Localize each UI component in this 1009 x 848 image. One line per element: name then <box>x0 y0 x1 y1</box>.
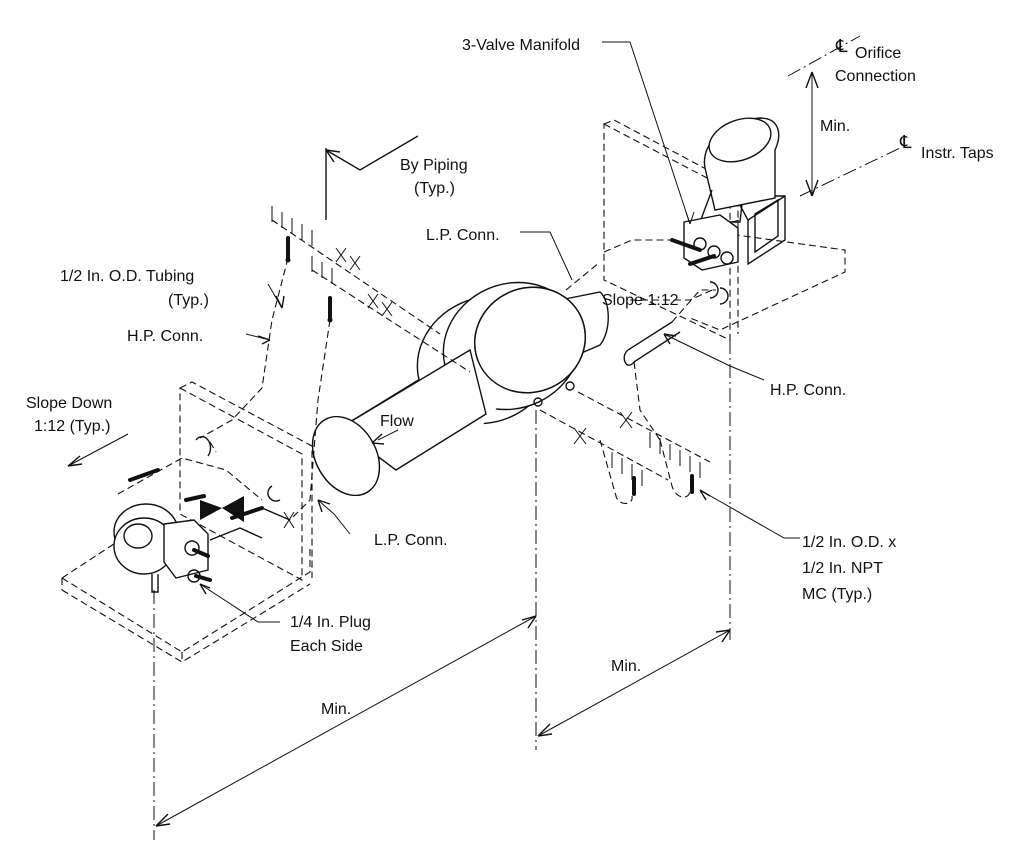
label-by-piping: By Piping <box>400 157 468 174</box>
label-three-valve-manifold: 3-Valve Manifold <box>462 37 580 54</box>
lower-right-run <box>539 391 711 505</box>
label-tubing: 1/2 In. O.D. Tubing <box>60 268 194 285</box>
label-npt-line2: 1/2 In. NPT <box>802 560 883 577</box>
label-min-vertical: Min. <box>820 118 850 135</box>
label-instr-taps: Instr. Taps <box>921 145 994 162</box>
label-slope-down-typ: 1:12 (Typ.) <box>34 418 110 435</box>
label-hp-conn-right: H.P. Conn. <box>770 382 846 399</box>
centerline-symbol-icon: ℄ <box>835 36 848 57</box>
lp-tubing-run-top <box>271 206 713 373</box>
label-by-piping-typ: (Typ.) <box>414 180 455 197</box>
hp-connection-right-tubing <box>623 281 729 441</box>
left-valves <box>128 468 295 541</box>
differential-meter <box>113 503 212 593</box>
left-support-plate <box>61 381 313 663</box>
centerline-symbol-icon: ℄ <box>899 132 912 153</box>
label-plug-each-side: Each Side <box>290 638 363 655</box>
label-npt-line3: MC (Typ.) <box>802 586 872 603</box>
label-tubing-typ: (Typ.) <box>168 292 209 309</box>
label-min-right: Min. <box>611 658 641 675</box>
label-lp-conn-top: L.P. Conn. <box>426 227 500 244</box>
by-piping-marker <box>325 135 419 220</box>
dimension-lines <box>155 615 731 827</box>
label-slope-down: Slope Down <box>26 395 112 412</box>
three-valve-manifold <box>670 214 739 271</box>
label-hp-conn-left: H.P. Conn. <box>127 328 203 345</box>
transmitter-bracket <box>733 195 786 266</box>
centerlines <box>153 35 901 840</box>
label-slope-right: Slope 1:12 <box>602 292 679 309</box>
label-min-bottom: Min. <box>321 701 351 718</box>
labels: 3-Valve Manifold ℄ Orifice Connection Mi… <box>26 36 994 718</box>
label-plug: 1/4 In. Plug <box>290 614 371 631</box>
label-npt-line1: 1/2 In. O.D. x <box>802 534 896 551</box>
label-flow: Flow <box>380 413 414 430</box>
main-pipe <box>311 281 609 497</box>
left-tubing <box>117 257 331 521</box>
transmitter-housing <box>698 117 780 223</box>
label-lp-conn-bottom: L.P. Conn. <box>374 532 448 549</box>
label-connection: Connection <box>835 68 916 85</box>
label-orifice: Orifice <box>855 45 901 62</box>
